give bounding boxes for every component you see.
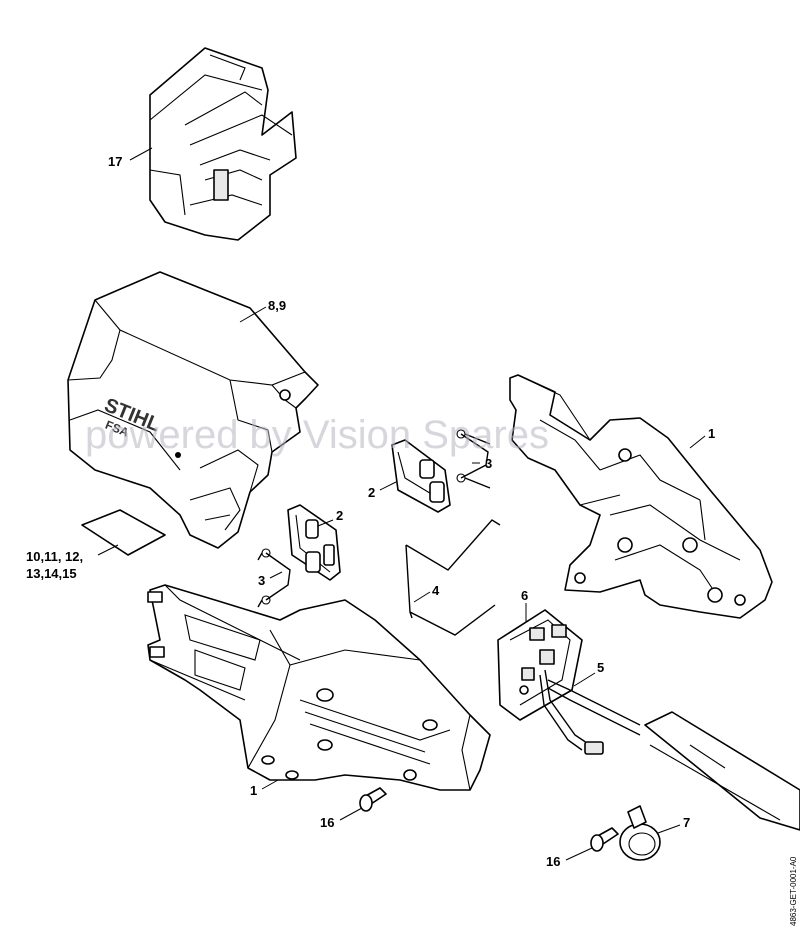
callout-10-15-line1: 10,11, 12, [26,549,83,564]
callout-2-top: 2 [368,485,375,500]
part-3-spring-left[interactable] [257,548,291,608]
watermark: powered by Vision Spares [85,413,549,457]
part-5-shaft-and-cable[interactable] [539,669,800,831]
part-7-clamp[interactable] [619,805,661,861]
part-1-housing-left[interactable] [147,584,491,791]
callout-5: 5 [597,660,604,675]
callout-7: 7 [683,815,690,830]
leader-lines [97,147,706,861]
callout-4: 4 [432,583,440,598]
callout-16-right: 16 [546,854,560,869]
callout-6: 6 [521,588,528,603]
part-16-screw-left[interactable] [359,787,387,812]
part-10-15-label[interactable] [81,509,166,556]
part-2-switch-bracket-top[interactable] [391,439,451,513]
callout-3-right: 3 [485,456,492,471]
part-3-spring-right[interactable] [456,429,491,489]
callout-3-left: 3 [258,573,265,588]
callout-1-top: 1 [708,426,715,441]
drawing-number: 4863-GET-0001-A0 [789,856,798,926]
callout-1-bottom: 1 [250,783,257,798]
callout-17: 17 [108,154,122,169]
part-4-wire-bracket[interactable] [405,519,501,636]
part-8-9-housing-shell[interactable]: STIHL FSA [67,271,319,549]
part-1-housing-right[interactable] [509,374,773,619]
callout-2-middle: 2 [336,508,343,523]
part-17-cap[interactable] [149,47,297,241]
part-6-switch-module[interactable] [497,609,583,721]
callout-16-left: 16 [320,815,334,830]
callout-10-15-line2: 13,14,15 [26,566,77,581]
callout-labels: 17 8,9 1 2 3 2 3 4 6 5 1 16 16 7 10,11, … [26,154,715,869]
callout-8-9: 8,9 [268,298,286,313]
part-16-screw-right[interactable] [590,827,619,852]
part-2-switch-bracket-middle[interactable] [287,504,341,581]
